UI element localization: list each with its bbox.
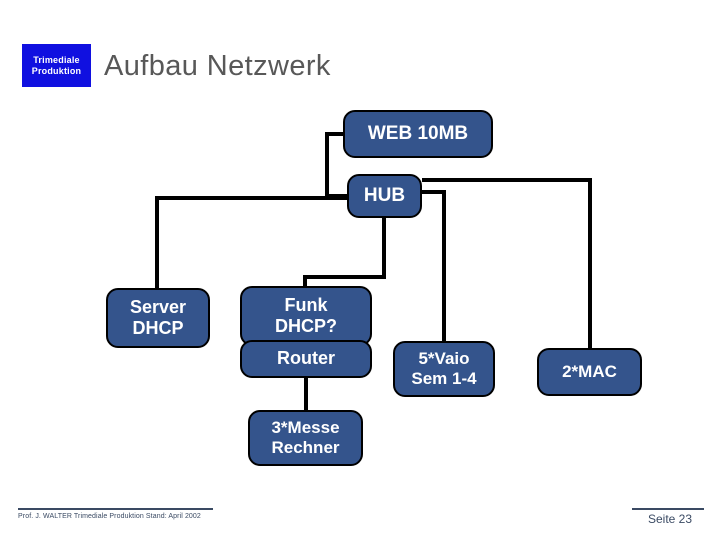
node-router-line-1: Router <box>277 348 335 369</box>
node-messe-rechner[interactable]: 3*Messe Rechner <box>248 410 363 466</box>
connector-hub-server <box>155 196 347 288</box>
node-hub-line-1: HUB <box>363 184 406 206</box>
footer-divider-right <box>632 508 704 510</box>
logo-badge: Trimediale Produktion <box>22 44 91 87</box>
connector-hub-mac <box>422 178 592 348</box>
node-server-dhcp[interactable]: Server DHCP <box>106 288 210 348</box>
node-hub[interactable]: HUB <box>347 174 422 218</box>
node-vaio-line-2: Sem 1-4 <box>411 369 477 388</box>
logo-line-2: Produktion <box>31 65 82 76</box>
node-funk-dhcp[interactable]: Funk DHCP? <box>240 286 372 346</box>
node-server-line-1: Server <box>129 296 187 317</box>
page-title: Aufbau Netzwerk <box>104 50 331 82</box>
node-vaio-line-1: 5*Vaio <box>418 348 470 368</box>
node-mac[interactable]: 2*MAC <box>537 348 642 396</box>
connector-hub-funk <box>303 218 386 286</box>
node-web[interactable]: WEB 10MB <box>343 110 493 158</box>
node-funk-line-1: Funk <box>284 294 328 315</box>
logo-line-1: Trimediale <box>33 55 80 66</box>
node-funk-line-2: DHCP? <box>275 316 337 336</box>
node-mac-line-1: 2*MAC <box>562 361 617 381</box>
node-vaio[interactable]: 5*Vaio Sem 1-4 <box>393 341 495 397</box>
node-messe-line-1: 3*Messe <box>271 417 340 437</box>
node-web-line-1: WEB 10MB <box>367 122 469 144</box>
node-messe-line-2: Rechner <box>271 438 340 457</box>
node-server-line-2: DHCP <box>132 318 184 338</box>
footer-divider-left <box>18 508 213 510</box>
connector-hub-vaio <box>422 190 446 341</box>
footer-page-number: Seite 23 <box>648 512 693 526</box>
node-router[interactable]: Router <box>240 340 372 378</box>
footer-credit: Prof. J. WALTER Trimediale Produktion St… <box>18 513 201 520</box>
